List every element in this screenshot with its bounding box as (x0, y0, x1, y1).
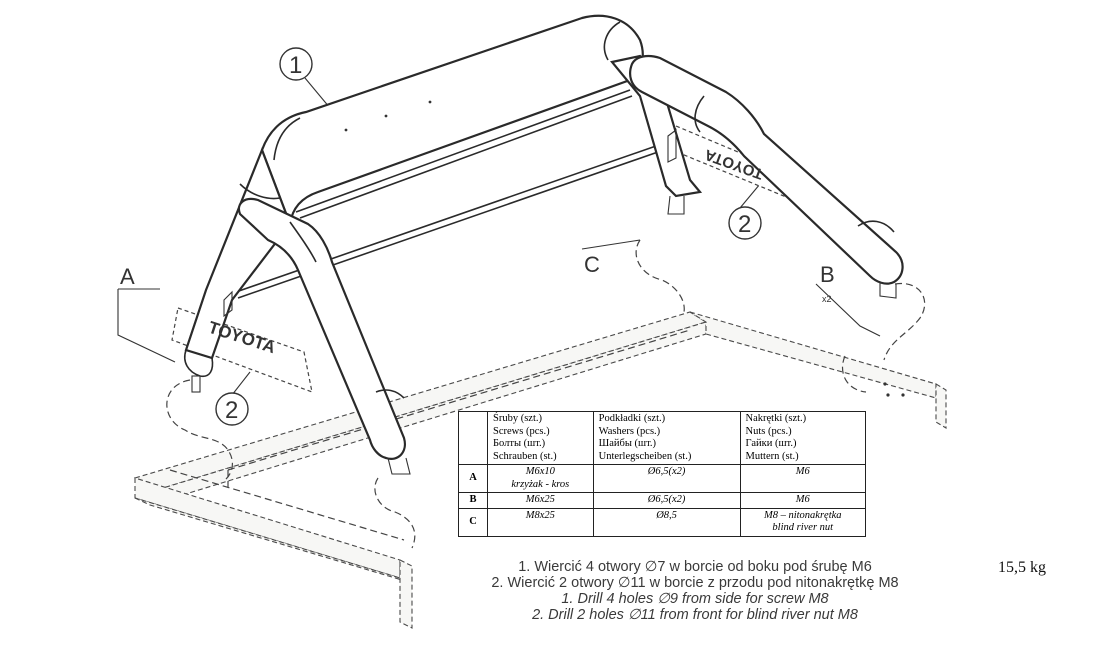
header-nuts-ru: Гайки (шт.) (745, 438, 797, 449)
header-washers-de: Unterlegscheiben (st.) (598, 450, 692, 462)
row-a-screw-type: krzyżak - kros (511, 478, 570, 490)
label-a: A (120, 264, 135, 289)
table-row: C M8x25 Ø8,5 M8 – nitonakrętka blind riv… (458, 507, 867, 537)
row-a-washers: Ø6,5(x2) (592, 464, 741, 493)
header-nuts-pl: Nakrętki (szt.) (745, 413, 807, 424)
callout-part-1: 1 (279, 47, 313, 81)
row-c-nut-en: blind river nut (772, 522, 834, 533)
header-nuts-en: Nuts (pcs.) (745, 425, 792, 437)
instruction-en-2: 2. Drill 2 holes ∅11 from front for blin… (532, 607, 858, 623)
drilling-instructions: 1. Wiercić 4 otwory ∅7 w borcie od boku … (425, 559, 965, 623)
hole-location-bubbles (117, 77, 926, 549)
row-c-nut-pl: M8 – nitonakrętka (763, 509, 842, 521)
callout-part-2-right: 2 (728, 206, 762, 240)
table-corner-cell (458, 411, 488, 465)
row-label-b: B (458, 492, 488, 509)
callout-part-2-left-number: 2 (225, 397, 238, 424)
hardware-table-header-row: Śruby (szt.) Screws (pcs.) Болты (шт.) S… (458, 411, 867, 465)
row-a-screw-size: M6x10 (525, 466, 555, 477)
callout-part-1-number: 1 (289, 52, 302, 79)
row-c-screw-size: M8x25 (525, 509, 555, 521)
truck-bed-rails (133, 311, 947, 629)
header-washers: Podkładki (szt.) Washers (pcs.) Шайбы (ш… (592, 411, 741, 465)
row-b-nuts: M6 (739, 492, 867, 509)
row-b-nut: M6 (795, 494, 810, 505)
row-a-screws: M6x10 krzyżak - kros (487, 464, 594, 493)
label-b-quantity: x2 (822, 294, 832, 304)
row-c-screws: M8x25 (487, 507, 594, 537)
row-a-nut: M6 (795, 466, 810, 477)
callout-part-2-left: 2 (215, 392, 249, 426)
header-nuts-de: Muttern (st.) (745, 450, 799, 462)
row-label-a: A (458, 464, 488, 493)
hardware-table: Śruby (szt.) Screws (pcs.) Болты (шт.) S… (458, 411, 867, 537)
table-row: A M6x10 krzyżak - kros Ø6,5(x2) M6 (458, 464, 867, 493)
row-c-nuts: M8 – nitonakrętka blind river nut (739, 507, 867, 537)
instruction-en-1: 1. Drill 4 holes ∅9 from side for screw … (561, 591, 829, 607)
row-a-nuts: M6 (739, 464, 867, 493)
instruction-pl-2: 2. Wiercić 2 otwory ∅11 w borcie z przod… (491, 575, 899, 591)
roll-bar-tubes (184, 14, 904, 475)
header-screws-de: Schrauben (st.) (493, 450, 557, 462)
header-nuts: Nakrętki (szt.) Nuts (pcs.) Гайки (шт.) … (739, 411, 867, 465)
header-washers-en: Washers (pcs.) (598, 425, 661, 437)
header-screws: Śruby (szt.) Screws (pcs.) Болты (шт.) S… (487, 411, 594, 465)
row-b-screw-size: M6x25 (525, 494, 555, 505)
table-row: B M6x25 Ø6,5(x2) M6 (458, 492, 867, 509)
header-screws-pl: Śruby (szt.) (493, 413, 542, 424)
header-screws-ru: Болты (шт.) (493, 438, 546, 449)
label-b: B (820, 262, 835, 287)
callout-part-2-right-number: 2 (738, 211, 751, 238)
header-screws-en: Screws (pcs.) (493, 425, 550, 437)
row-b-washers: Ø6,5(x2) (592, 492, 741, 509)
header-washers-ru: Шайбы (шт.) (598, 438, 657, 449)
label-c: C (584, 252, 600, 277)
row-c-washers: Ø8,5 (592, 507, 741, 537)
header-washers-pl: Podkładki (szt.) (598, 413, 666, 424)
row-label-c: C (458, 507, 488, 537)
instruction-pl-1: 1. Wiercić 4 otwory ∅7 w borcie od boku … (518, 559, 872, 575)
row-b-screws: M6x25 (487, 492, 594, 509)
weight-label: 15,5 kg (998, 559, 1046, 576)
